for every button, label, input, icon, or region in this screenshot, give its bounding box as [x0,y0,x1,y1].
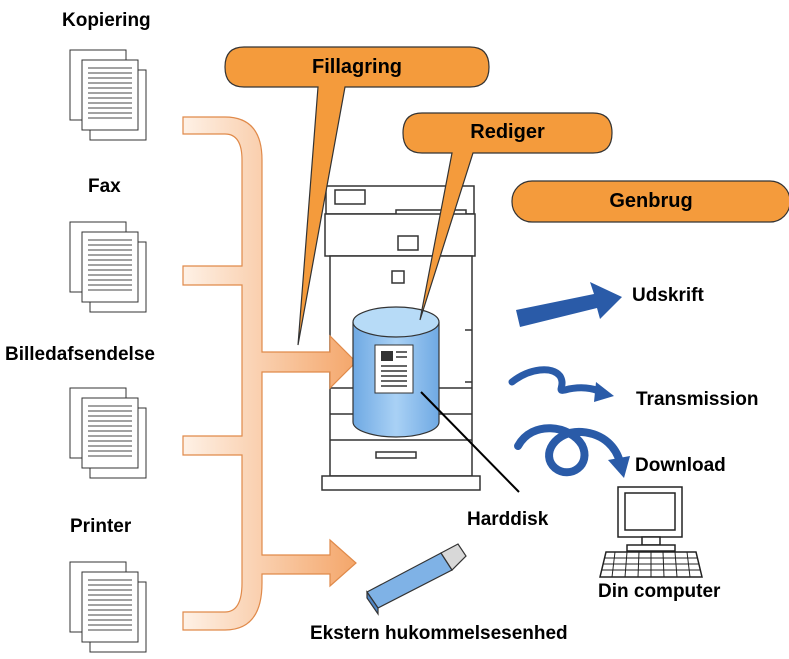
download-label: Download [635,455,726,476]
document-stack-icon [69,561,147,653]
computer-label: Din computer [598,581,721,602]
copy-label: Kopiering [62,10,151,31]
fax-label: Fax [88,176,121,197]
download-arrow-icon [514,424,630,478]
print-arrow-icon [516,282,622,327]
external-memory-label: Ekstern hukommelsesenhed [310,623,568,644]
printer-label: Printer [70,516,132,537]
hard-disk-icon [352,306,440,438]
image-send-label: Billedafsendelse [5,344,155,365]
document-stack-icon [69,221,147,313]
print-label: Udskrift [632,285,704,306]
edit-bubble-label: Rediger [470,121,545,143]
computer-icon [599,486,703,578]
hard-disk-label: Harddisk [467,509,549,530]
bubble-file-storage [224,46,490,346]
document-stack-icon [69,387,147,479]
reuse-bubble-label: Genbrug [609,190,693,212]
source-flow-arrow [182,116,357,631]
transmission-arrow-icon [508,366,614,402]
transmission-label: Transmission [636,389,759,410]
document-stack-icon [69,49,147,141]
bubble-edit [402,112,613,321]
bubble-reuse [511,180,789,223]
usb-drive-icon [366,543,467,616]
file-storage-bubble-label: Fillagring [312,56,402,78]
hard-disk-leader-line [420,391,520,493]
